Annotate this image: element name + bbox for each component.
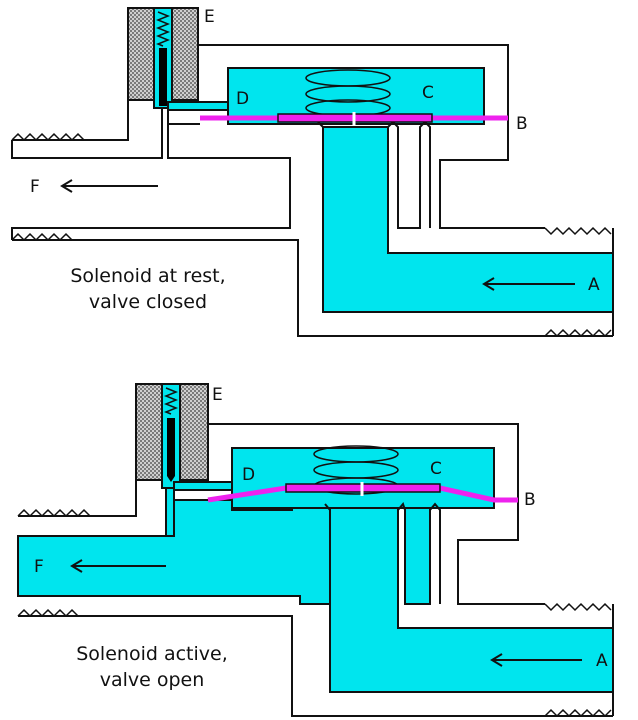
- outlet-top-pipe: [12, 100, 129, 141]
- body-outline-top: [208, 423, 545, 605]
- thread-inlet-top: [544, 226, 612, 236]
- outlet-flow-arrow: [70, 559, 166, 573]
- pilot-box: [167, 108, 200, 125]
- pilot-passage: [173, 481, 233, 491]
- label-e: E: [204, 7, 215, 27]
- spring-icon: [155, 11, 171, 47]
- outlet-lower-wall: [12, 239, 613, 337]
- thread-outlet-bottom: [11, 232, 73, 242]
- solenoid-coil-left: [127, 7, 155, 101]
- label-f: F: [34, 557, 44, 577]
- body-outline-top: [198, 44, 545, 229]
- inlet-flow-arrow: [482, 277, 575, 291]
- label-b: B: [516, 114, 528, 134]
- plunger: [167, 418, 175, 482]
- pocket-fluid: [404, 499, 431, 605]
- label-d: D: [242, 465, 255, 485]
- label-c: C: [422, 83, 434, 103]
- caption-line-2: valve closed: [89, 291, 207, 313]
- caption-line-2: valve open: [100, 669, 205, 691]
- diagram-closed: A B C D E F Solenoid at rest, valve clos…: [11, 7, 614, 338]
- outlet-flow-arrow: [60, 179, 158, 193]
- seat-left-wall: [324, 503, 331, 692]
- inlet-flow-arrow: [490, 653, 582, 667]
- outlet-upper-wall: [11, 108, 163, 159]
- solenoid-coil-right: [171, 7, 199, 101]
- thread-inlet-bottom: [544, 328, 612, 338]
- seat-left-wall: [317, 121, 324, 312]
- seat-right-wall: [397, 501, 441, 605]
- plunger: [159, 48, 167, 106]
- diagram-open: A B C D E F Solenoid active, valve open: [17, 383, 614, 718]
- pilot-wall: [11, 110, 291, 240]
- pilot-outlet-passage: [165, 487, 175, 537]
- thread-inlet-bottom: [544, 708, 612, 718]
- caption-line-1: Solenoid at rest,: [70, 265, 225, 287]
- label-f: F: [30, 177, 40, 197]
- thread-outlet-top: [17, 508, 91, 518]
- label-a: A: [588, 275, 600, 295]
- seat-right-wall: [387, 120, 431, 229]
- thread-outlet-bottom: [17, 608, 79, 618]
- label-d: D: [236, 89, 249, 109]
- label-a: A: [596, 651, 608, 671]
- solenoid-coil-left: [135, 383, 163, 481]
- outlet-top-pipe: [18, 480, 137, 517]
- outlet-lower-wall: [18, 615, 613, 717]
- pilot-passage: [167, 101, 229, 111]
- label-b: B: [524, 490, 536, 510]
- inlet-fluid: [329, 499, 614, 693]
- caption-line-1: Solenoid active,: [76, 643, 228, 665]
- thread-outlet-top: [11, 132, 85, 142]
- solenoid-coil-right: [179, 383, 209, 481]
- spring-icon: [163, 387, 179, 415]
- thread-inlet-top: [544, 602, 612, 612]
- label-e: E: [212, 385, 223, 405]
- label-c: C: [430, 459, 442, 479]
